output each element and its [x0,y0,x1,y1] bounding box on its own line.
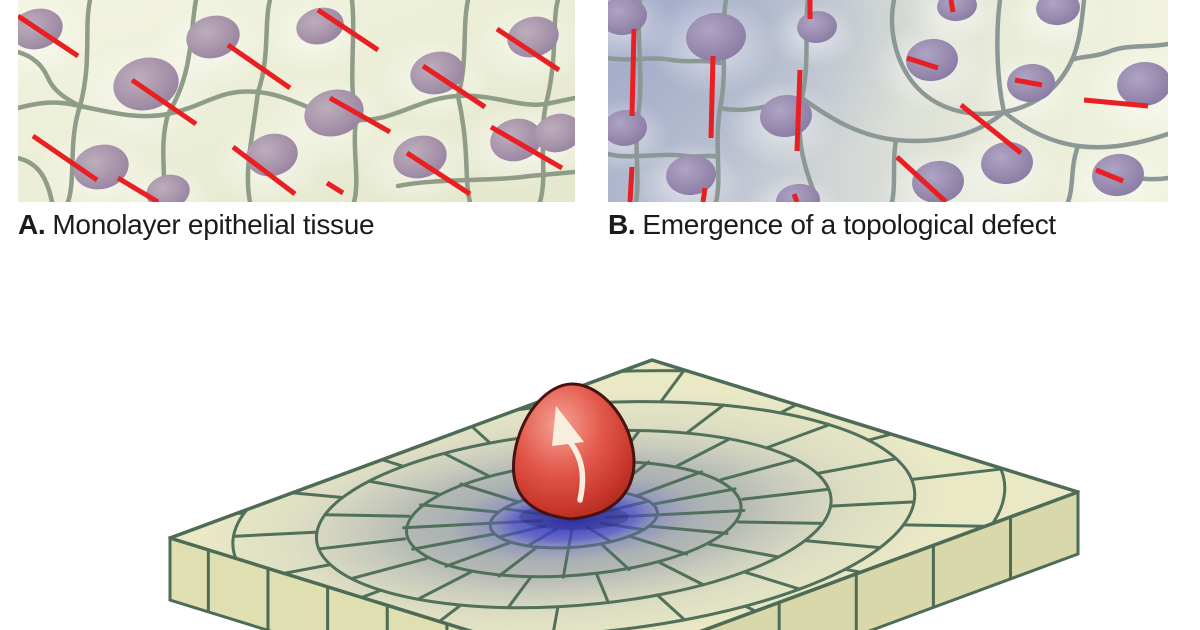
panel-b-director-lines [627,0,1149,202]
panel-a-monolayer [18,0,575,202]
extrusion-arrow-icon [552,406,586,503]
caption-panel-a: A.Monolayer epithelial tissue [18,209,375,241]
panel-b-caption-text: Emergence of a topological defect [642,209,1056,240]
panel-b-label: B. [608,209,636,240]
panel-b-defect [608,0,1168,202]
caption-panel-b: B.Emergence of a topological defect [608,209,1056,241]
slab-top-outline [168,358,1080,630]
panel-a-director-lines [18,7,564,202]
panel-a-label: A. [18,209,46,240]
panel-b-cell-borders [608,0,1168,202]
slab-face-cell-dividers [206,516,1013,630]
panel-a-caption-text: Monolayer epithelial tissue [52,209,375,240]
